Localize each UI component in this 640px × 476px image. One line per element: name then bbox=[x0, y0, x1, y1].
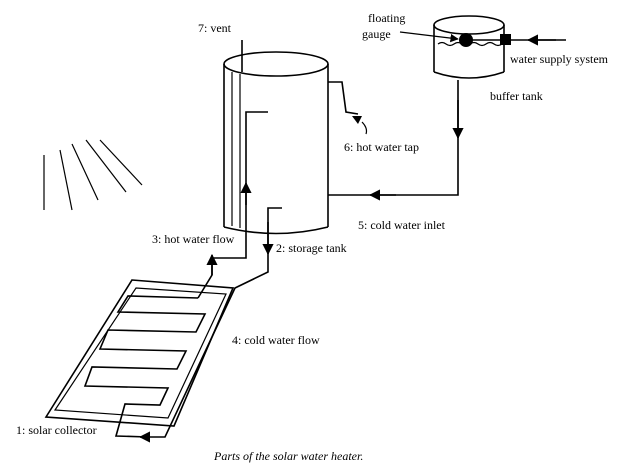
sun-rays bbox=[43, 139, 143, 211]
solar-collector-label: 1: solar collector bbox=[16, 423, 97, 437]
solar-collector bbox=[44, 279, 235, 443]
cold-water-inlet-pipe bbox=[328, 80, 464, 201]
hot-water-tap bbox=[328, 81, 368, 135]
cold-water-inlet-label: 5: cold water inlet bbox=[358, 218, 446, 232]
cold-water-flow-pipe bbox=[148, 207, 282, 438]
floating-gauge-label: floating bbox=[368, 11, 405, 25]
hot-water-flow-label: 3: hot water flow bbox=[152, 232, 235, 246]
figure-caption: Parts of the solar water heater. bbox=[213, 449, 363, 463]
buffer-tank-label: buffer tank bbox=[490, 89, 543, 103]
water-supply-label: water supply system bbox=[510, 52, 609, 66]
vent-label: 7: vent bbox=[198, 21, 232, 35]
cold-water-flow-label: 4: cold water flow bbox=[232, 333, 320, 347]
storage-tank-label: 2: storage tank bbox=[276, 241, 347, 255]
hot-water-flow-pipe bbox=[197, 111, 268, 299]
storage-tank bbox=[223, 51, 329, 235]
buffer-tank bbox=[433, 15, 505, 79]
floating-gauge bbox=[399, 31, 511, 47]
hot-water-tap-label: 6: hot water tap bbox=[344, 140, 419, 154]
floating-gauge-label-2: gauge bbox=[362, 27, 391, 41]
